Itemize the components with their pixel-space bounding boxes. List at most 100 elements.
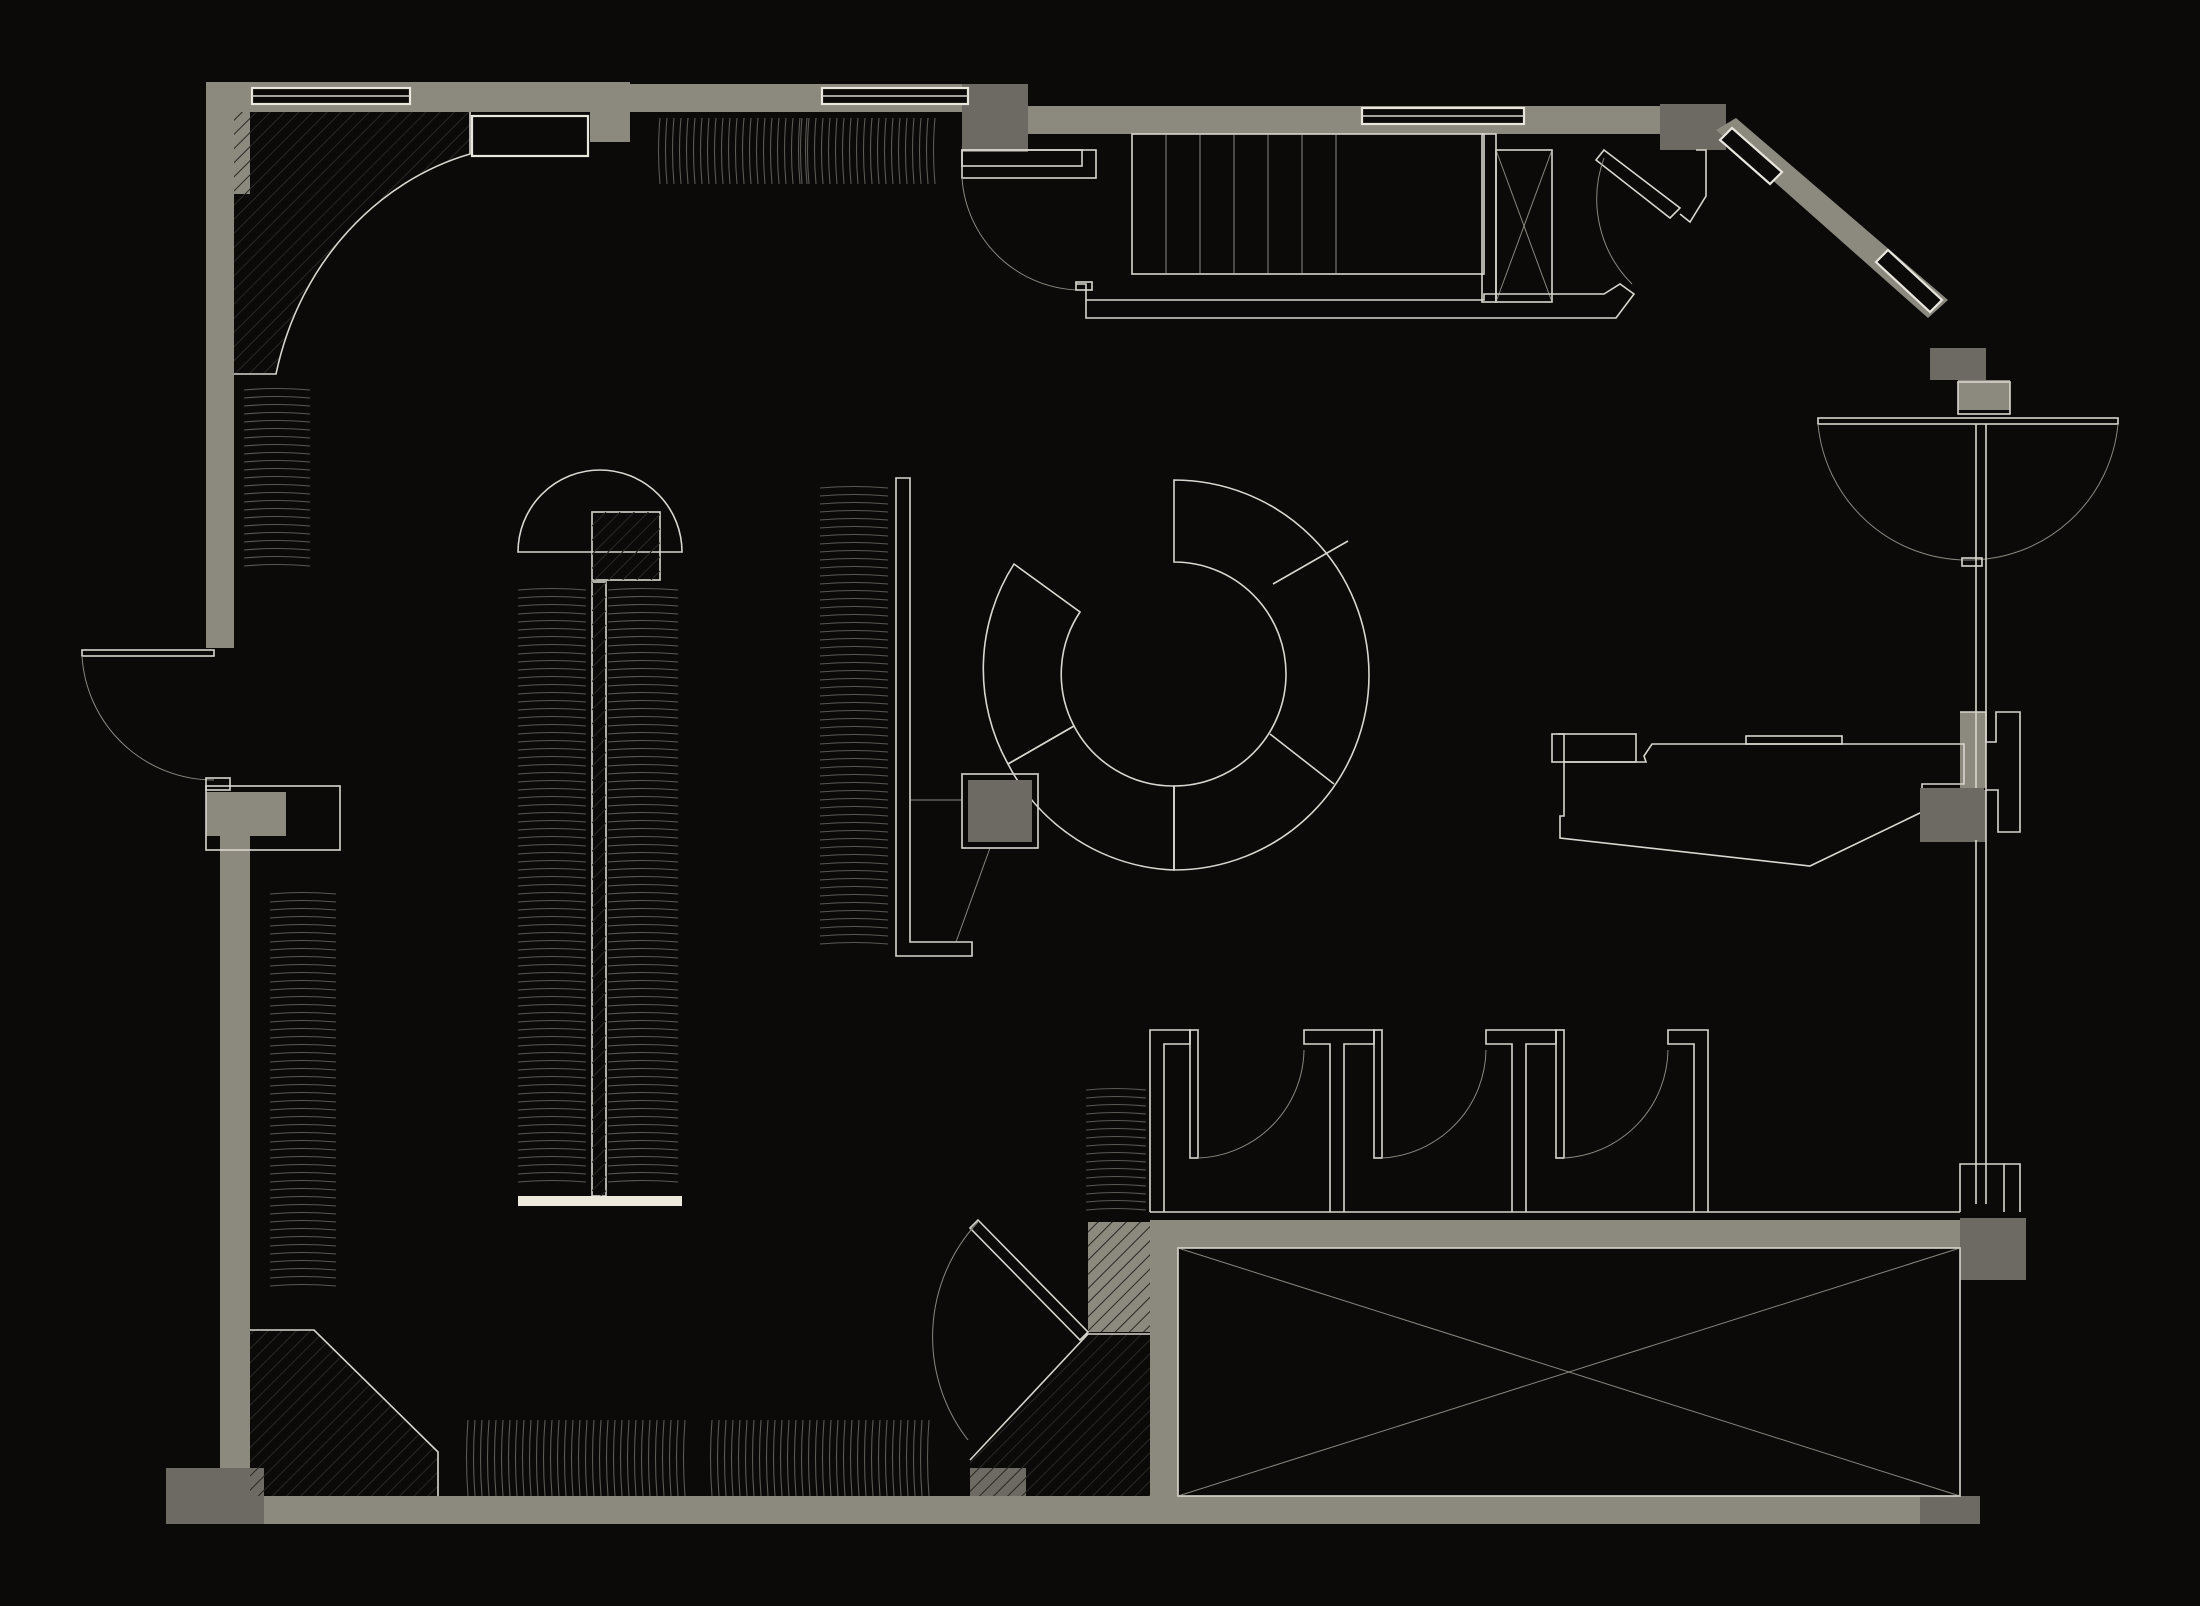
hanger xyxy=(819,645,889,649)
hanger xyxy=(243,539,311,543)
hanger xyxy=(819,941,889,945)
hanger xyxy=(607,667,679,671)
hanger xyxy=(682,1419,686,1497)
hanger xyxy=(577,1419,581,1497)
hanger xyxy=(269,1123,337,1127)
hanger xyxy=(517,1067,587,1071)
hanger xyxy=(806,117,810,185)
hanger xyxy=(517,851,587,855)
hanger xyxy=(819,573,889,577)
hanger xyxy=(607,659,679,663)
hanger xyxy=(517,723,587,727)
hanger xyxy=(243,419,311,423)
hanger xyxy=(819,797,889,801)
hanger xyxy=(517,691,587,695)
hanger xyxy=(243,555,311,559)
hanger xyxy=(819,525,889,529)
hanger xyxy=(517,715,587,719)
hanger xyxy=(730,1419,734,1497)
hanger xyxy=(243,531,311,535)
hanger xyxy=(517,627,587,631)
hanger xyxy=(819,589,889,593)
hanger xyxy=(819,933,889,937)
hanger xyxy=(727,117,731,185)
hanger xyxy=(269,915,337,919)
central-display-rack xyxy=(517,469,1039,1206)
hanger xyxy=(607,795,679,799)
hanger xyxy=(517,643,587,647)
hanger xyxy=(755,117,759,185)
hanger xyxy=(904,117,908,185)
hanger xyxy=(758,1419,762,1497)
hanger xyxy=(607,1075,679,1079)
hanger xyxy=(535,1419,539,1497)
hanger xyxy=(269,1219,337,1223)
hanger xyxy=(269,1075,337,1079)
hanger xyxy=(918,117,922,185)
hanger xyxy=(848,117,852,185)
hanger xyxy=(877,1419,881,1497)
hanger xyxy=(269,1115,337,1119)
hanger xyxy=(269,1195,337,1199)
hanger xyxy=(607,1083,679,1087)
hanger xyxy=(607,747,679,751)
hanger xyxy=(517,1051,587,1055)
hanger xyxy=(243,523,311,527)
hanger xyxy=(607,731,679,735)
hanger xyxy=(607,947,679,951)
hanger xyxy=(556,1419,560,1497)
hanger xyxy=(790,117,794,185)
hanger xyxy=(607,1091,679,1095)
hanger xyxy=(855,117,859,185)
hanger xyxy=(607,787,679,791)
hanger xyxy=(819,829,889,833)
hanger xyxy=(607,587,679,591)
hanger xyxy=(269,1235,337,1239)
hanger xyxy=(269,1091,337,1095)
hanger xyxy=(819,661,889,665)
hanger xyxy=(819,485,889,489)
hanger xyxy=(517,1155,587,1159)
cash-desk xyxy=(1551,711,2021,867)
hanger xyxy=(269,995,337,999)
hanger xyxy=(799,117,803,185)
hanger xyxy=(734,117,738,185)
hanger xyxy=(607,931,679,935)
hanger xyxy=(517,603,587,607)
hanger xyxy=(269,1163,337,1167)
hanger xyxy=(517,1059,587,1063)
hanger xyxy=(607,1147,679,1151)
hanger xyxy=(607,939,679,943)
hanger xyxy=(819,637,889,641)
hanger xyxy=(517,827,587,831)
hanger xyxy=(1085,1199,1147,1203)
hanger xyxy=(269,1067,337,1071)
hanger xyxy=(699,117,703,185)
hanger xyxy=(517,1123,587,1127)
hanger xyxy=(269,1147,337,1151)
hanger xyxy=(269,1083,337,1087)
hanger xyxy=(819,581,889,585)
hanger xyxy=(819,597,889,601)
hanger xyxy=(243,395,311,399)
hanger xyxy=(269,1259,337,1263)
fitting-rooms xyxy=(1149,1029,2021,1213)
hanger xyxy=(607,1011,679,1015)
hanger xyxy=(243,491,311,495)
hanger xyxy=(542,1419,546,1497)
hanger xyxy=(517,955,587,959)
hanger xyxy=(819,685,889,689)
hanger xyxy=(243,515,311,519)
hanger xyxy=(517,1043,587,1047)
hanger xyxy=(1085,1095,1147,1099)
hanger xyxy=(517,595,587,599)
hanger xyxy=(797,117,801,185)
hanger xyxy=(783,117,787,185)
hanger xyxy=(819,773,889,777)
hanger xyxy=(723,1419,727,1497)
hanger xyxy=(607,1171,679,1175)
hanger xyxy=(243,483,311,487)
hanger xyxy=(514,1419,518,1497)
hanger xyxy=(607,643,679,647)
